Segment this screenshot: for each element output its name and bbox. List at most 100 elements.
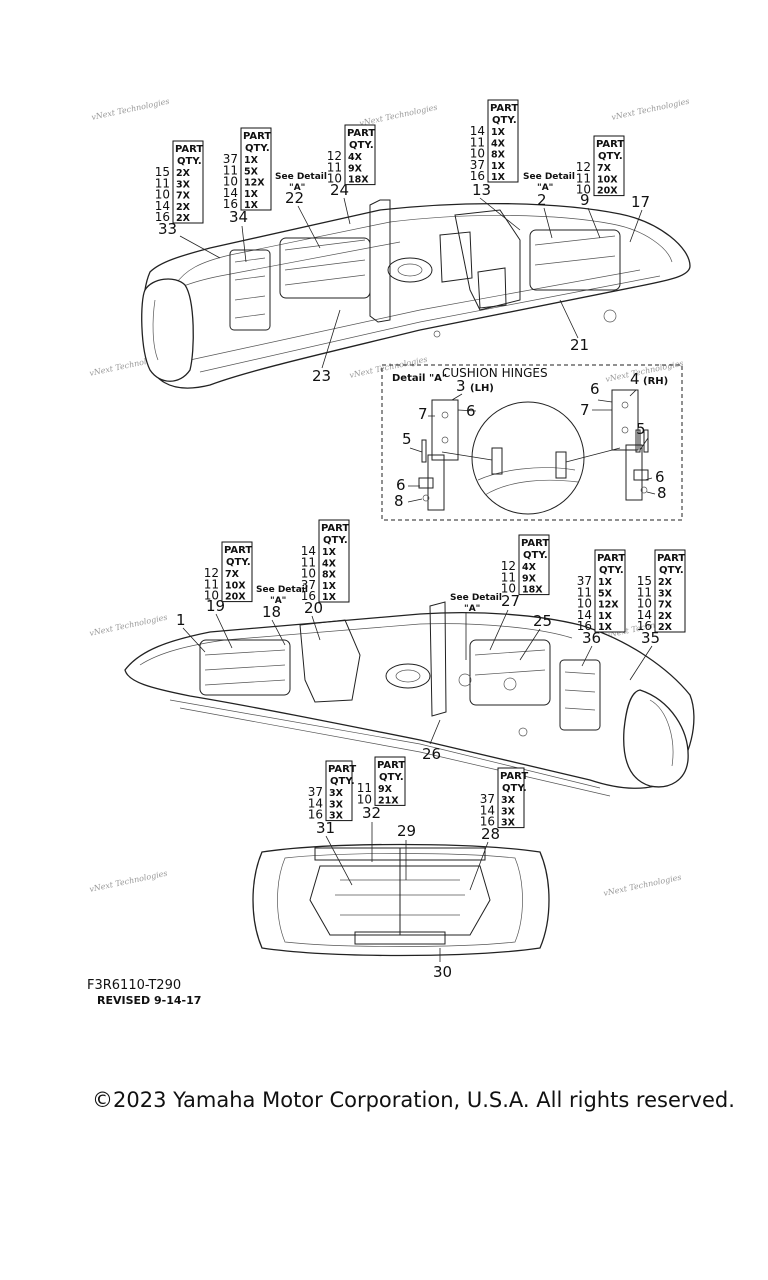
- callout-8: 8: [394, 492, 404, 510]
- table-quantity: 3X: [501, 806, 516, 817]
- table-quantity: 4X: [522, 562, 537, 573]
- table-part-number: 11: [204, 577, 219, 591]
- table-quantity: 7X: [225, 569, 240, 580]
- table-part-number: 16: [308, 808, 323, 822]
- table-quantity: 18X: [522, 585, 543, 596]
- table-quantity: 7X: [658, 600, 673, 611]
- watermark: vNext Technologies: [603, 873, 683, 898]
- table-quantity: 1X: [598, 577, 613, 588]
- callout-36: 36: [582, 629, 601, 647]
- table-quantity: 1X: [322, 581, 337, 592]
- callout-27: 27: [501, 592, 520, 610]
- table-part-number: 37: [480, 792, 495, 806]
- table-part-number: 11: [155, 176, 170, 190]
- table-header-qty: QTY.: [379, 772, 404, 783]
- revision-date: REVISED 9-14-17: [97, 994, 202, 1007]
- callout-7: 7: [580, 401, 590, 419]
- table-part-number: 37: [223, 152, 238, 166]
- watermark: vNext Technologies: [89, 613, 169, 638]
- table-header-qty: QTY.: [177, 156, 202, 167]
- table-part-number: 16: [155, 210, 170, 224]
- table-quantity: 18X: [348, 175, 369, 186]
- drawing-code: F3R6110-T290: [87, 978, 182, 993]
- callouts: 1 2 9 13 17 18 19 20 21 22 23 24 25 26 2…: [158, 181, 660, 981]
- see-detail-note: "A": [289, 183, 305, 193]
- table-header-part: PART: [243, 131, 271, 142]
- callout-23: 23: [312, 367, 331, 385]
- table-quantity: 3X: [658, 588, 673, 599]
- callout-31: 31: [316, 819, 335, 837]
- table-header-qty: QTY.: [502, 783, 527, 794]
- table-part-number: 12: [501, 559, 516, 573]
- table-quantity: 3X: [329, 788, 344, 799]
- table-part-number: 14: [223, 186, 238, 200]
- callout-20: 20: [304, 599, 323, 617]
- table-quantity: 3X: [329, 799, 344, 810]
- table-part-number: 10: [204, 589, 219, 603]
- table-header-qty: QTY.: [330, 776, 355, 787]
- table-header-qty: QTY.: [599, 565, 624, 576]
- callout-22: 22: [285, 189, 304, 207]
- callout-2: 2: [537, 191, 547, 209]
- boat-view-top: [141, 199, 691, 389]
- watermark: vNext Technologies: [611, 97, 691, 122]
- table-part-number: 10: [501, 582, 516, 596]
- see-detail-note: See Detail: [256, 585, 308, 595]
- callout-4: 4: [630, 370, 640, 388]
- table-part-number: 14: [637, 608, 652, 622]
- table-quantity: 10X: [225, 580, 246, 591]
- table-part-number: 10: [155, 188, 170, 202]
- see-detail-note: See Detail: [523, 172, 575, 182]
- table-part-number: 14: [308, 796, 323, 810]
- callout-3: 3: [456, 377, 466, 395]
- see-detail-notes: See Detail "A" See Detail "A" See Detail…: [256, 172, 575, 614]
- table-part-number: 16: [301, 589, 316, 603]
- table-quantity: 4X: [348, 152, 363, 163]
- table-quantity: 21X: [378, 795, 399, 806]
- table-quantity: 7X: [597, 163, 612, 174]
- table-part-number: 14: [155, 199, 170, 213]
- table-part-number: 10: [577, 597, 592, 611]
- table-part-number: 16: [480, 815, 495, 829]
- callout-1: 1: [176, 611, 186, 629]
- boat-view-bottom: [252, 843, 550, 957]
- table-part-number: 15: [155, 165, 170, 179]
- table-quantity: 1X: [322, 547, 337, 558]
- table-header-part: PART: [500, 771, 528, 782]
- table-part-number: 12: [576, 160, 591, 174]
- table-header-qty: QTY.: [598, 151, 623, 162]
- callout-6: 6: [590, 380, 600, 398]
- see-detail-note: See Detail: [450, 593, 502, 603]
- table-header-part: PART: [596, 139, 624, 150]
- table-part-number: 14: [470, 124, 485, 138]
- table-quantity: 5X: [244, 166, 259, 177]
- table-quantity: 12X: [598, 600, 619, 611]
- table-quantity: 1X: [244, 155, 259, 166]
- table-header-part: PART: [657, 553, 685, 564]
- table-part-number: 11: [223, 163, 238, 177]
- table-part-number: 12: [327, 149, 342, 163]
- table-part-number: 16: [577, 619, 592, 633]
- table-quantity: 5X: [598, 588, 613, 599]
- table-quantity: 3X: [176, 179, 191, 190]
- table-quantity: 9X: [378, 784, 393, 795]
- table-quantity: 3X: [501, 818, 516, 829]
- table-quantity: 1X: [244, 200, 259, 211]
- see-detail-note: "A": [537, 183, 553, 193]
- table-part-number: 15: [637, 574, 652, 588]
- callout-21: 21: [570, 336, 589, 354]
- table-part-number: 37: [470, 158, 485, 172]
- table-part-number: 11: [327, 160, 342, 174]
- table-quantity: 2X: [176, 168, 191, 179]
- table-part-number: 10: [576, 183, 591, 197]
